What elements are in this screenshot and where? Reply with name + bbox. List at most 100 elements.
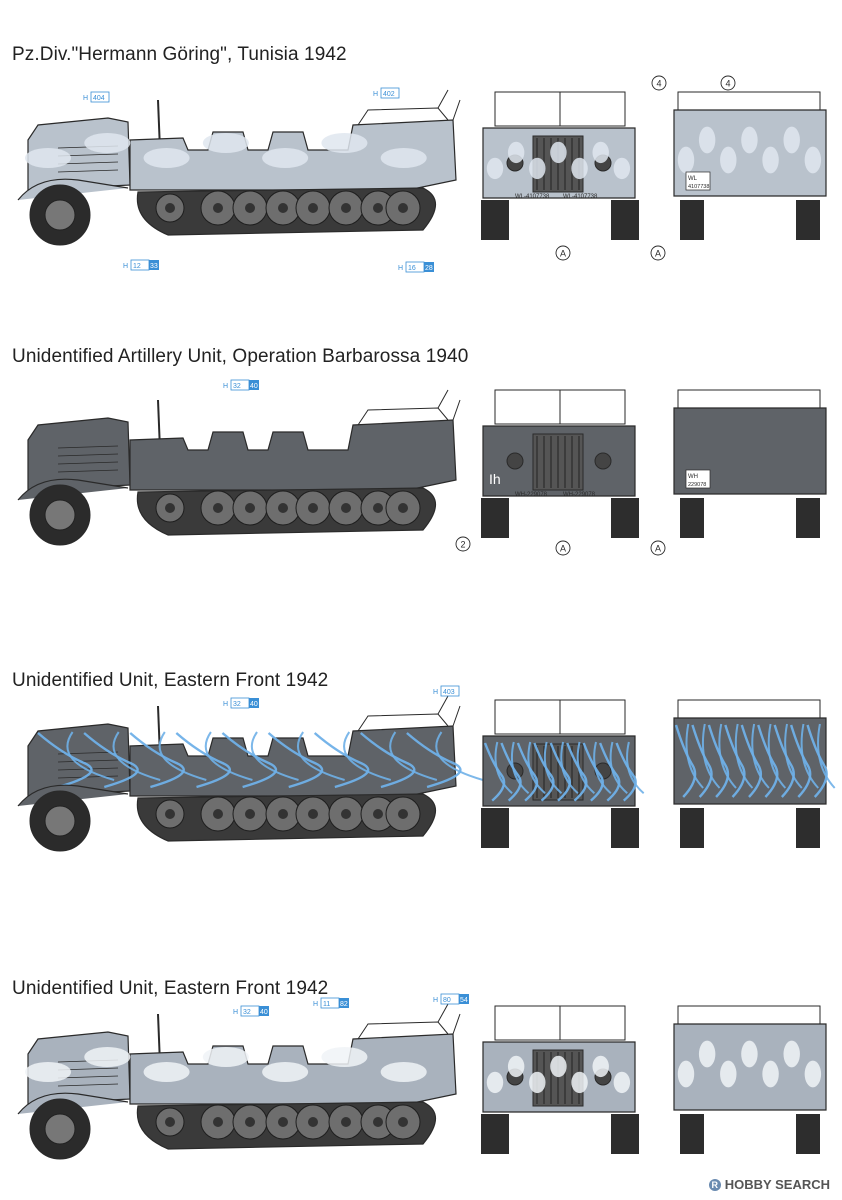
stowage-rail	[357, 1021, 449, 1040]
camo-patch	[143, 148, 190, 168]
camo-patch	[84, 1047, 131, 1067]
svg-text:402: 402	[383, 91, 395, 98]
svg-text:12: 12	[133, 263, 141, 270]
svg-text:11: 11	[323, 1001, 330, 1008]
scheme-3-title: Unidentified Unit, Eastern Front 1942	[12, 670, 329, 691]
camo-stripe	[609, 741, 628, 794]
headlight-left	[506, 452, 524, 470]
road-wheel-hub	[165, 809, 175, 819]
svg-text:40: 40	[250, 701, 258, 708]
road-wheel-hub	[245, 503, 255, 513]
road-wheel-hub	[373, 1117, 383, 1127]
road-wheel-hub	[213, 203, 223, 213]
front-plate-right: WL-4107738	[563, 194, 598, 200]
camo-patch	[262, 1062, 309, 1082]
callout-marker: A	[650, 540, 666, 556]
registered-badge: R	[708, 1178, 721, 1191]
svg-text:40: 40	[260, 1009, 268, 1016]
rear-body	[673, 717, 827, 805]
road-wheel-hub	[341, 203, 351, 213]
camo-stripe	[566, 742, 588, 802]
camo-patch	[202, 133, 249, 153]
scheme-4-title: Unidentified Unit, Eastern Front 1942	[12, 978, 329, 999]
camo-stripe	[204, 731, 253, 781]
scheme-3-front-view	[481, 699, 645, 848]
front-hub	[44, 805, 76, 837]
scheme-3-rear-view	[673, 699, 836, 848]
camo-patch	[720, 1060, 737, 1088]
front-tyre-left	[481, 1114, 509, 1154]
front-hub	[44, 199, 76, 231]
camo-stripe	[406, 732, 462, 789]
stowage-rail	[357, 107, 449, 126]
rear-plate	[685, 469, 711, 489]
camo-stripe	[724, 724, 746, 798]
rear-track-left	[680, 808, 704, 848]
svg-text:32: 32	[233, 701, 241, 708]
callout-marker: A	[650, 245, 666, 261]
svg-text:2: 2	[460, 540, 465, 550]
stowage-rail	[357, 713, 449, 732]
camo-stripe	[784, 723, 803, 789]
watermark-brand: HOBBY SEARCH	[724, 1177, 830, 1192]
rear-rail	[677, 91, 821, 111]
camo-stripe	[112, 731, 161, 781]
camo-patch	[762, 146, 779, 174]
camo-patch	[507, 1055, 525, 1078]
camo-patch	[804, 146, 822, 174]
camo-patch	[486, 1071, 504, 1094]
camo-stripe	[740, 724, 762, 798]
camo-patch	[613, 157, 631, 180]
rear-body	[673, 407, 827, 495]
bow-frame	[437, 89, 461, 121]
road-wheel-hub	[165, 503, 175, 513]
road-wheel-hub	[245, 809, 255, 819]
camo-stripe	[701, 723, 721, 789]
svg-text:A: A	[655, 249, 661, 259]
camo-patch	[613, 1071, 631, 1094]
rear-track-right	[796, 498, 820, 538]
svg-text:82: 82	[340, 1001, 348, 1008]
road-wheel-hub	[245, 203, 255, 213]
svg-text:28: 28	[425, 265, 433, 272]
svg-text:404: 404	[93, 95, 105, 102]
front-hub	[44, 1113, 76, 1145]
headlight-right	[594, 452, 612, 470]
rear-track-left	[680, 200, 704, 240]
camo-patch	[592, 1055, 609, 1078]
camo-patch	[741, 126, 758, 154]
camo-stripe	[685, 723, 704, 789]
camo-stripe	[533, 742, 555, 802]
svg-text:4: 4	[725, 79, 730, 89]
rear-plate-line-2: 229078	[688, 482, 706, 488]
road-wheel-hub	[213, 503, 223, 513]
camo-stripe	[510, 741, 530, 794]
rear-track-left	[680, 498, 704, 538]
svg-text:H: H	[313, 1001, 318, 1008]
camo-patch	[84, 133, 131, 153]
camo-patch	[783, 1040, 800, 1068]
svg-text:H: H	[233, 1009, 238, 1016]
callout-marker: 4	[651, 75, 667, 91]
camo-stripe	[158, 731, 207, 781]
svg-text:H: H	[223, 383, 228, 390]
front-hub	[44, 499, 76, 531]
road-wheel-hub	[373, 503, 383, 513]
camo-stripe	[359, 732, 416, 789]
camo-stripe	[527, 741, 546, 794]
camo-stripe	[175, 732, 231, 789]
camo-stripe	[83, 732, 139, 789]
svg-text:33: 33	[150, 263, 158, 270]
crew-compartment	[129, 419, 457, 491]
camo-stripe	[598, 742, 621, 802]
camo-patch	[321, 1047, 368, 1067]
camo-stripe	[691, 724, 713, 798]
camo-patch	[143, 1062, 190, 1082]
